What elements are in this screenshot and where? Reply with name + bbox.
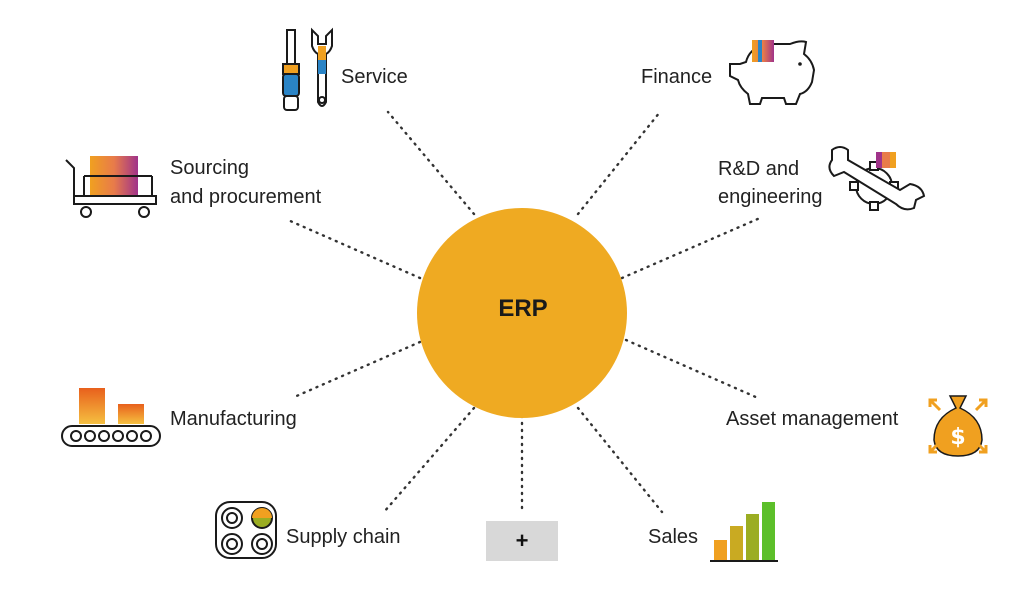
gear-wrench-icon [828,146,926,211]
erp-circle [417,208,627,418]
module-label-service: Service [341,66,408,88]
module-label-asset-management: Asset management [726,408,899,430]
money-bag-icon: $ [928,395,988,457]
svg-text:$: $ [950,425,965,450]
module-label-finance: Finance [641,66,713,88]
connector-service [386,110,476,216]
connector-finance [576,110,662,216]
connector-manufacturing [290,340,422,400]
piggy-bank-icon [729,40,816,105]
erp-label: ERP [498,295,548,322]
module-label-sales: Sales [648,526,699,548]
module-label-sourcing-line2: and procurement [170,186,322,208]
connector-sales [576,406,664,514]
rollers-icon [215,501,277,559]
connector-supply-chain [382,406,476,514]
module-label-manufacturing: Manufacturing [170,408,297,430]
module-label-rnd-line2: engineering [718,186,823,208]
connector-asset [624,338,760,400]
bar-chart-icon [710,502,778,562]
module-label-rnd-line1: R&D and [718,158,800,180]
connector-sourcing [286,218,422,280]
add-module-button[interactable]: + [486,521,558,561]
conveyor-icon [61,388,161,447]
screwdriver-wrench-icon [282,27,333,111]
module-label-supply-chain: Supply chain [286,526,401,548]
connector-rnd [620,216,762,280]
connectors [286,110,762,516]
cart-icon [65,156,157,218]
module-label-sourcing-line1: Sourcing [170,157,249,179]
